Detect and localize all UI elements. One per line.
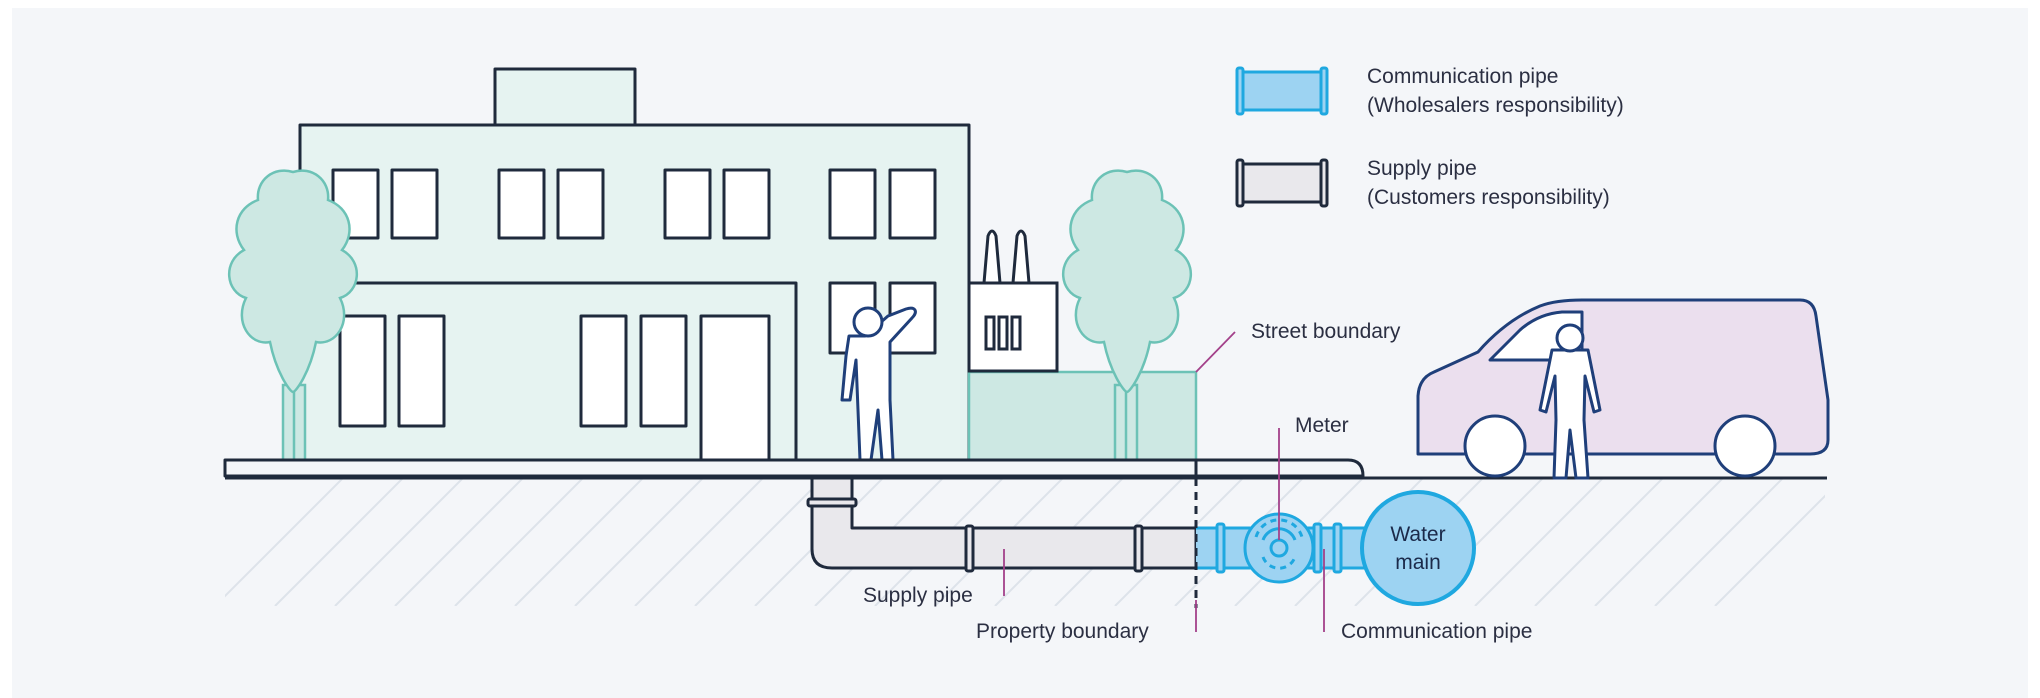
windows	[331, 168, 937, 428]
water-main-label-line1: Water	[1390, 523, 1446, 546]
tree-left	[227, 169, 359, 464]
chimney-right	[1011, 229, 1031, 284]
van-front-wheel	[1463, 414, 1527, 478]
street-boundary-label: Street boundary	[1251, 320, 1401, 343]
meter-label: Meter	[1295, 414, 1349, 437]
legend-communication-title: Communication pipe	[1367, 65, 1559, 88]
front-door	[699, 314, 771, 462]
person-engineer	[1538, 323, 1602, 480]
supply-pipe-swatch	[1235, 158, 1329, 208]
communication-pipe-label: Communication pipe	[1341, 620, 1533, 643]
legend-supply-pipe: Supply pipe (Customers responsibility)	[1367, 154, 1610, 212]
water-main	[1360, 490, 1476, 606]
legend-communication-pipe: Communication pipe (Wholesalers responsi…	[1367, 62, 1624, 120]
meter-icon	[1243, 512, 1315, 584]
communication-pipe-swatch	[1235, 66, 1329, 116]
legend-supply-title: Supply pipe	[1367, 157, 1477, 180]
roof-unit	[493, 67, 637, 127]
supply-pipe-label: Supply pipe	[863, 584, 973, 607]
legend-communication-responsibility: (Wholesalers responsibility)	[1367, 94, 1624, 117]
van-window	[1488, 310, 1584, 362]
van-rear-wheel	[1713, 414, 1777, 478]
legend-supply-responsibility: (Customers responsibility)	[1367, 186, 1610, 209]
tree-right	[1061, 169, 1193, 464]
person-resident	[840, 306, 917, 462]
water-main-label: Water main	[1358, 521, 1478, 577]
chimney-left	[982, 229, 1002, 284]
leader-lines	[1003, 331, 1325, 632]
supply-pipe	[806, 476, 1198, 573]
building-annex-outline	[300, 281, 798, 460]
water-main-label-line2: main	[1395, 551, 1441, 574]
side-enclosure	[967, 229, 1198, 462]
property-boundary-label: Property boundary	[976, 620, 1149, 643]
van	[1416, 298, 1830, 478]
pavement	[223, 458, 1827, 480]
building	[298, 67, 971, 462]
